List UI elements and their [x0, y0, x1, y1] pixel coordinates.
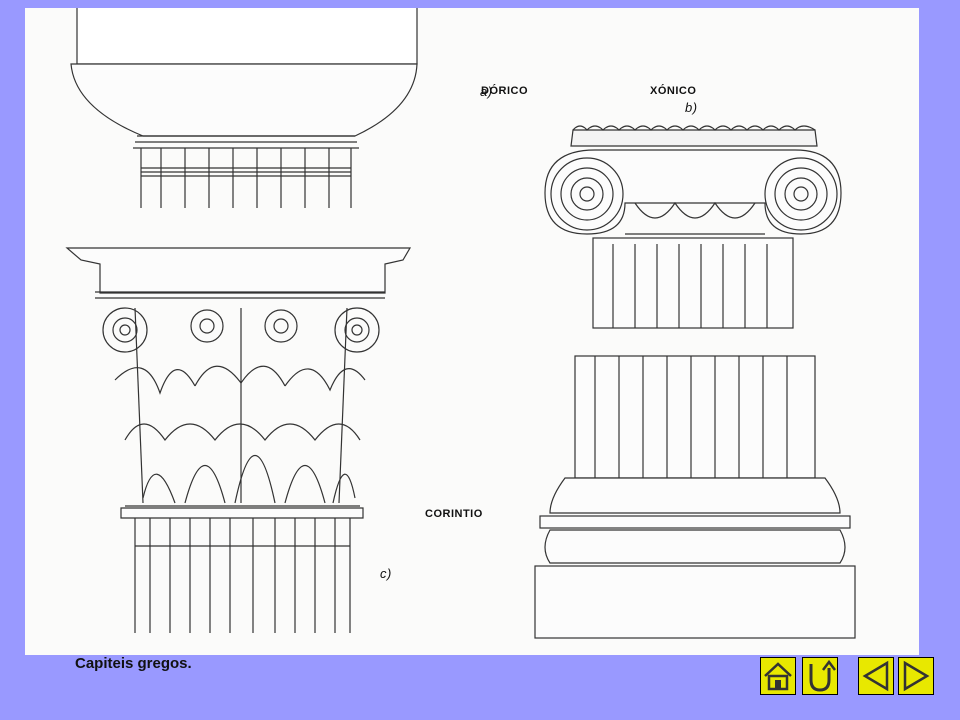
- next-button[interactable]: [898, 657, 934, 695]
- doric-capital-drawing: [70, 8, 418, 208]
- capitals-drawing: [65, 8, 856, 639]
- home-button[interactable]: [760, 657, 796, 695]
- previous-button[interactable]: [858, 657, 894, 695]
- fig-b-label: b): [685, 100, 698, 115]
- u-turn-icon: [809, 659, 836, 692]
- triangle-right-icon: [903, 660, 930, 692]
- corinthian-label: CORINTIO: [425, 508, 483, 520]
- fig-c-label: c): [380, 566, 392, 581]
- ionic-base-drawing: [534, 355, 856, 639]
- ionic-label: XÓNICO: [650, 85, 697, 97]
- slide-caption: Capiteis gregos.: [75, 655, 192, 672]
- doric-label: DÓRICO: [481, 85, 528, 97]
- capitals-illustration: a) b) c) DÓRICO XÓNICO CORINTIO: [25, 8, 919, 655]
- fig-a-label: a): [480, 84, 493, 99]
- home-icon: [764, 662, 792, 691]
- return-button[interactable]: [802, 657, 838, 695]
- corinthian-capital-drawing: [65, 247, 412, 633]
- triangle-left-icon: [862, 660, 889, 692]
- ionic-capital-drawing: [544, 125, 842, 329]
